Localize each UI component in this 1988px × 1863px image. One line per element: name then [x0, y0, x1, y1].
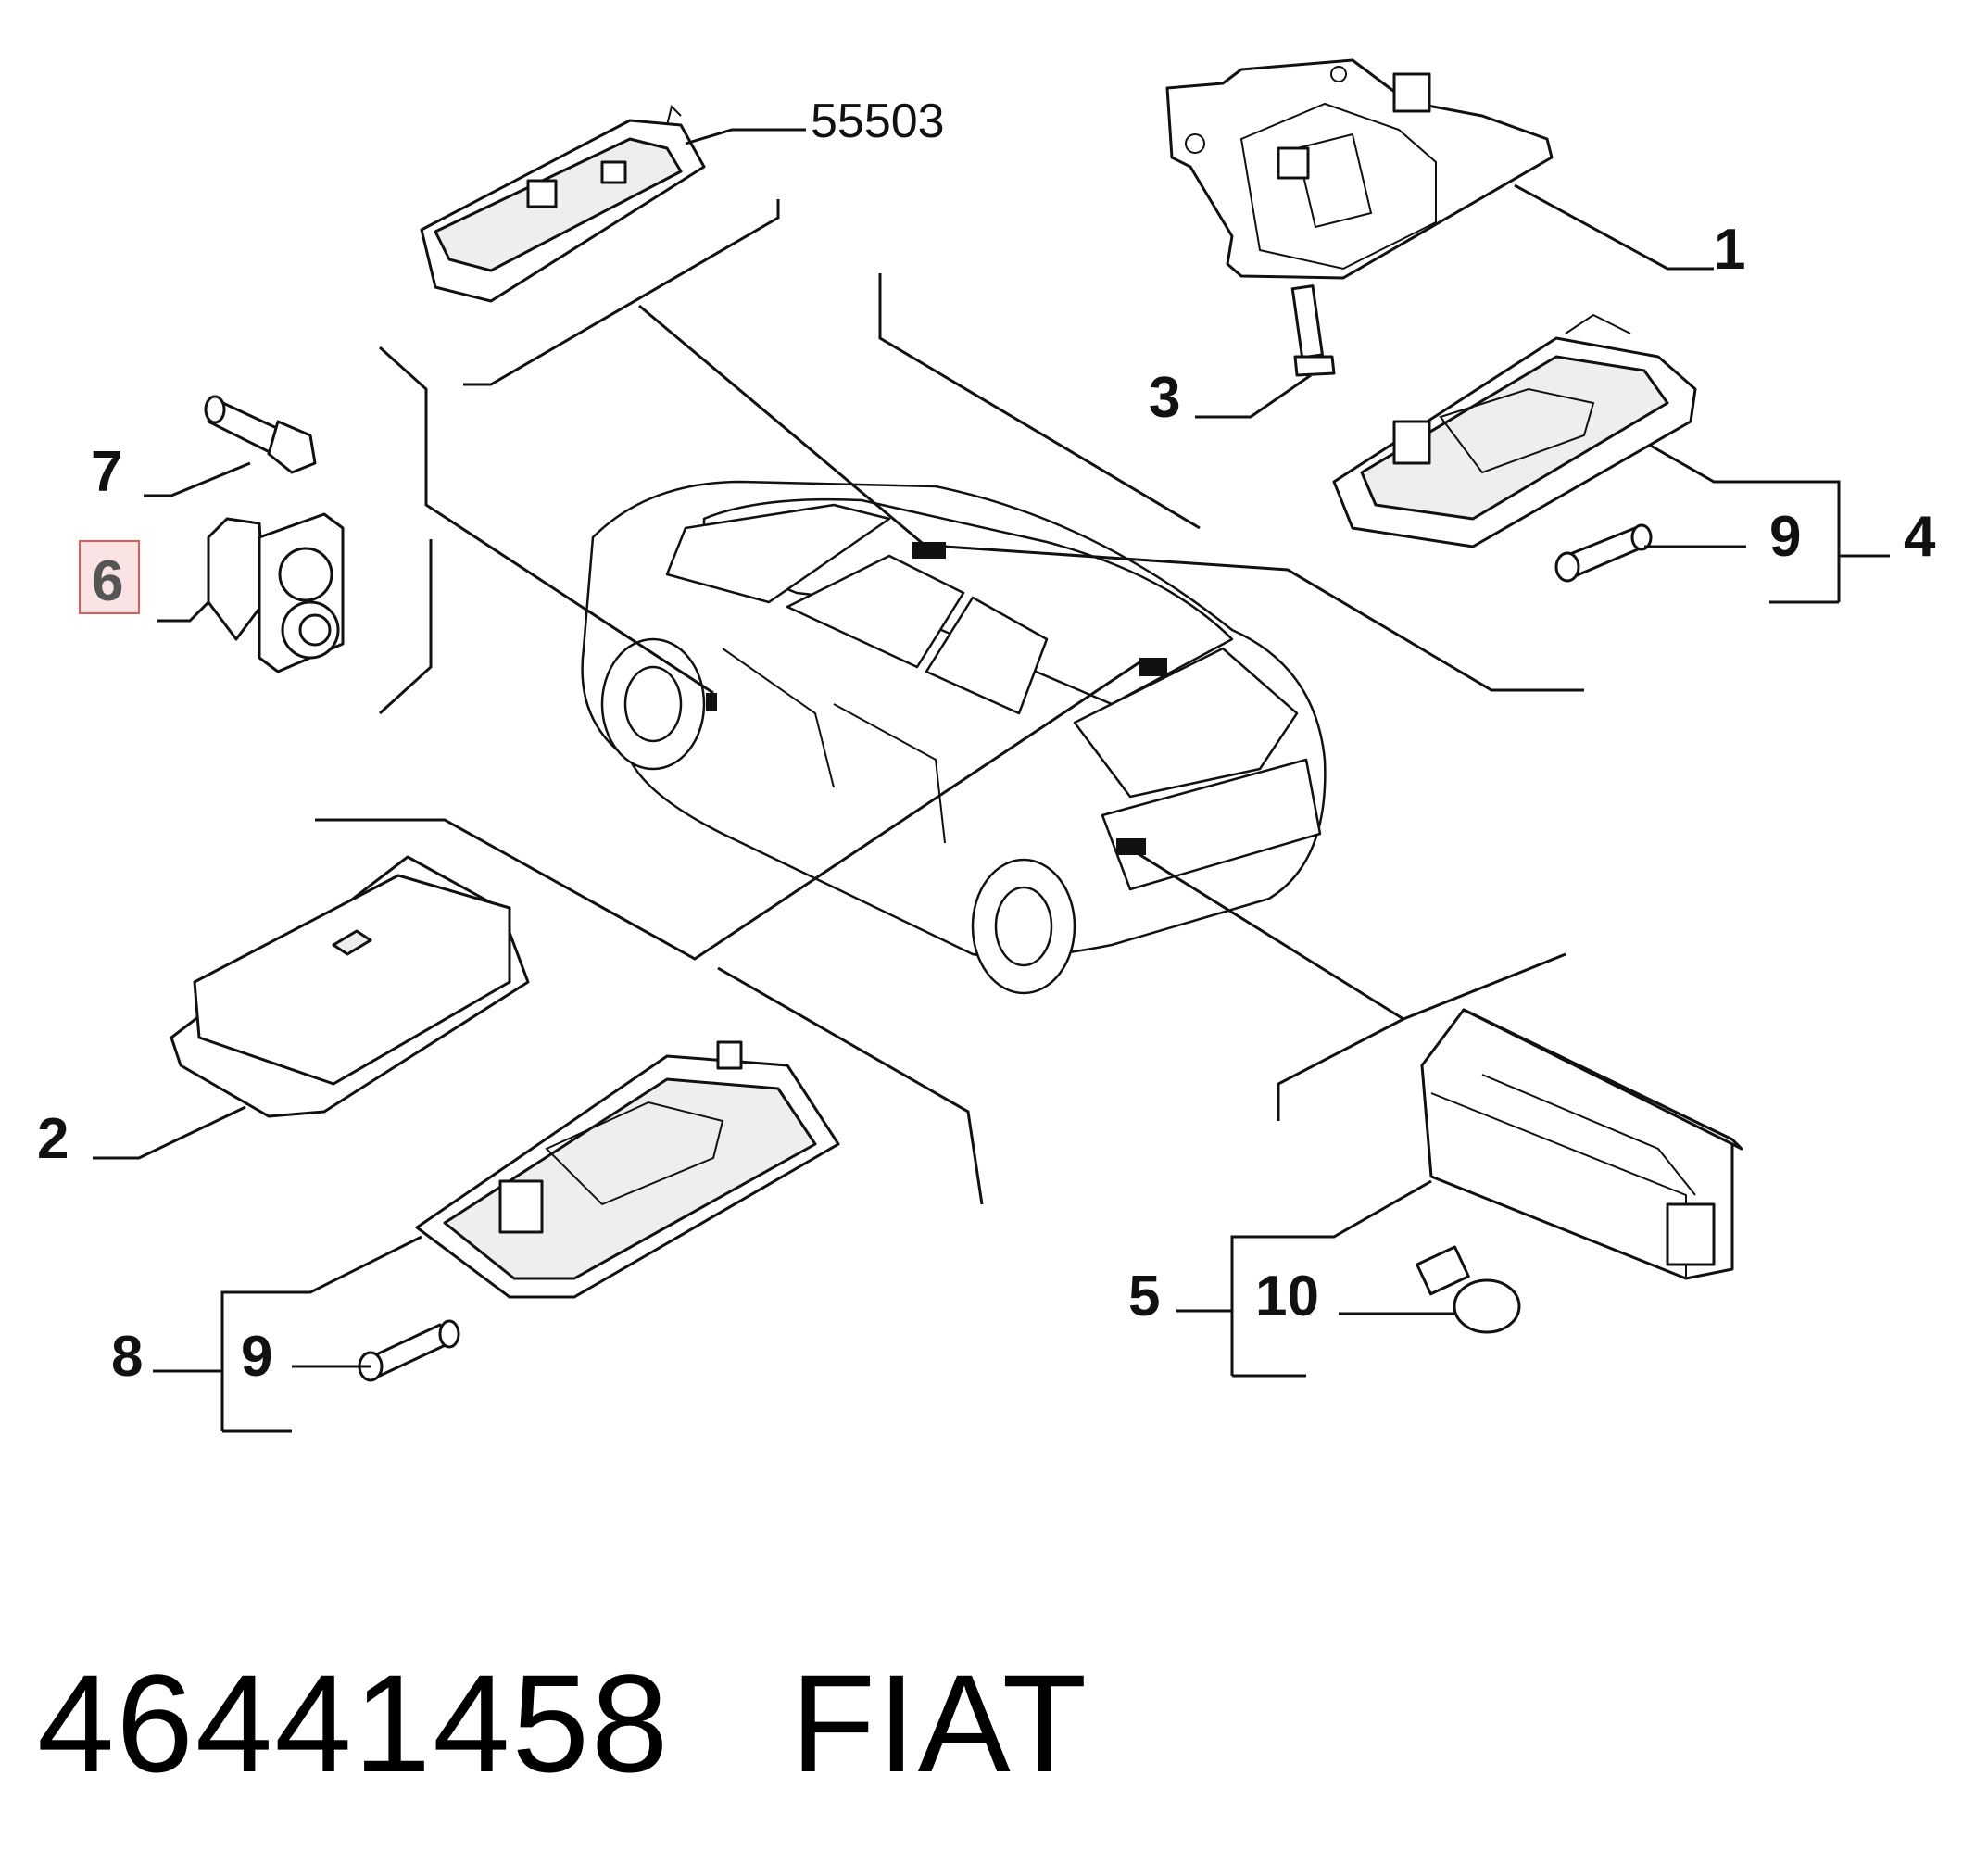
callout-8: 8 — [111, 1325, 143, 1389]
callout-5: 5 — [1128, 1265, 1160, 1328]
part-2-cover — [93, 855, 530, 1160]
callout-3: 3 — [1149, 366, 1180, 430]
callout-9-right: 9 — [1769, 505, 1801, 569]
callout-4: 4 — [1904, 505, 1936, 569]
footer: 46441458 FIAT — [37, 1630, 1088, 1816]
callout-6-highlight — [79, 540, 140, 614]
part-1-bracket — [1165, 58, 1714, 280]
callout-9-left: 9 — [241, 1325, 272, 1389]
part-9-bulb-left — [292, 1319, 460, 1382]
car-illustration — [581, 480, 1327, 995]
part-9-bulb-right — [1554, 523, 1746, 583]
callout-10: 10 — [1255, 1265, 1319, 1328]
callout-1: 1 — [1714, 218, 1745, 282]
part-number: 46441458 — [37, 1644, 671, 1801]
callout-7: 7 — [91, 440, 122, 504]
parts-diagram: 55503 1 3 9 4 7 6 2 8 9 5 10 — [37, 58, 1936, 1433]
part-4-lamp — [1332, 313, 1890, 604]
part-8-lamp — [153, 1040, 840, 1433]
part-55503-lamp — [420, 105, 806, 303]
part-7-bolt — [144, 395, 317, 497]
part-3-screw — [1195, 284, 1336, 419]
callout-55503: 55503 — [811, 94, 945, 148]
part-6-switch — [157, 512, 345, 673]
brand-name: FIAT — [790, 1644, 1089, 1801]
callout-6: 6 — [92, 549, 123, 613]
callout-2: 2 — [37, 1107, 69, 1171]
part-5-lamp — [1176, 1008, 1743, 1378]
part-10-bulb — [1339, 1245, 1521, 1334]
leader-lines — [315, 199, 1584, 1205]
